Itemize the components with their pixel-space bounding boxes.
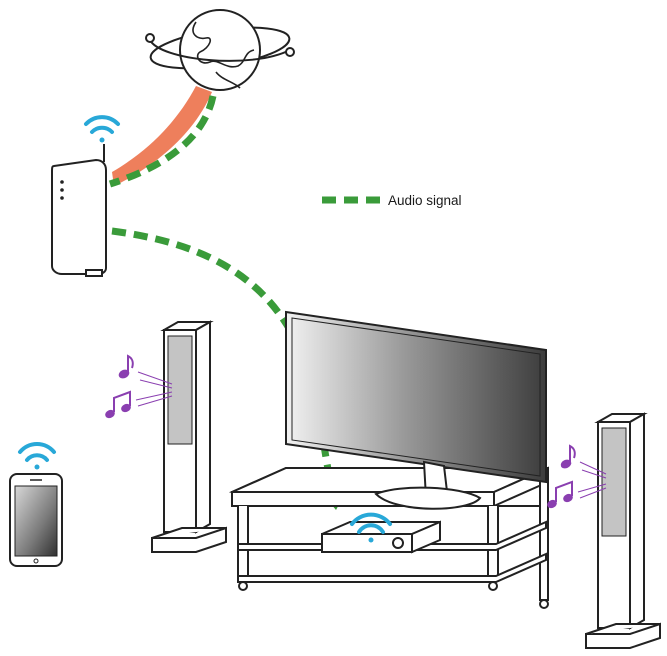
globe-icon: [145, 9, 295, 91]
wifi-icon: [84, 115, 120, 143]
music-note-icon: [105, 390, 131, 419]
legend: Audio signal: [322, 193, 462, 208]
wifi-icon: [350, 512, 392, 543]
speaker-icon: [585, 412, 661, 649]
speaker-icon: [151, 320, 227, 553]
internet-link: [112, 86, 212, 186]
sound-lines: [135, 371, 173, 407]
music-note-icon: [560, 444, 576, 469]
smartphone-icon: [9, 473, 63, 567]
music-note-icon: [118, 354, 134, 379]
wifi-icon: [18, 441, 56, 470]
sound-lines: [577, 461, 607, 499]
legend-label: Audio signal: [388, 193, 462, 208]
av-receiver-icon: [321, 520, 441, 554]
music-note-icon: [547, 480, 573, 509]
router-icon: [51, 144, 107, 277]
audio-signal-path-globe-router: [108, 95, 217, 188]
television-icon: [285, 310, 547, 510]
